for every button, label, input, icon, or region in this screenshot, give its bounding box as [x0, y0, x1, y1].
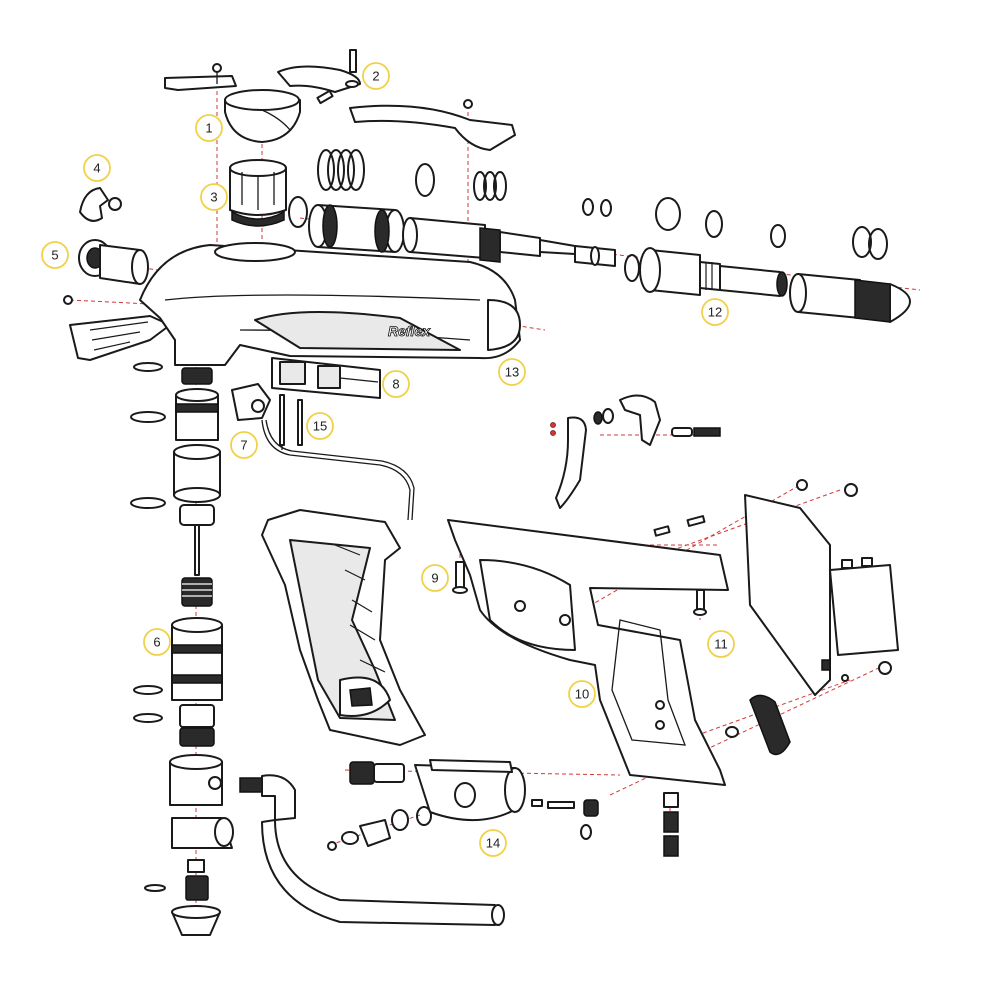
callout-10: 10: [568, 680, 596, 708]
callout-12: 12: [701, 298, 729, 326]
callout-10-label: 10: [575, 687, 589, 702]
callout-3-label: 3: [210, 190, 217, 205]
callout-2-label: 2: [372, 69, 379, 84]
callout-8-label: 8: [392, 377, 399, 392]
callout-1-label: 1: [205, 121, 212, 136]
solenoid-assembly: [231, 357, 415, 521]
regulator-stack: [130, 362, 234, 936]
callout-2: 2: [362, 62, 390, 90]
marker-body: Reflex: [139, 242, 521, 366]
callout-6-label: 6: [153, 635, 160, 650]
callout-14: 14: [479, 829, 507, 857]
callout-6: 6: [143, 628, 171, 656]
callout-14-label: 14: [486, 836, 500, 851]
body-logo-text: Reflex: [388, 323, 431, 339]
callout-15-label: 15: [313, 419, 327, 434]
left-small-parts: [63, 187, 171, 361]
callout-5: 5: [41, 241, 69, 269]
callout-13-label: 13: [505, 365, 519, 380]
callout-5-label: 5: [51, 248, 58, 263]
callout-11-label: 11: [714, 637, 728, 652]
callout-4: 4: [83, 154, 111, 182]
bolt-train: [288, 149, 911, 323]
callout-9: 9: [421, 564, 449, 592]
callout-8: 8: [382, 370, 410, 398]
callout-3: 3: [200, 183, 228, 211]
callout-4-label: 4: [93, 161, 100, 176]
front-block: [327, 759, 599, 851]
callouts: 1 2 3 4 5 6 7 8 9 10 11 12 13 14 15: [41, 62, 735, 857]
callout-7-label: 7: [240, 438, 247, 453]
trigger-group: [550, 394, 721, 509]
callout-15: 15: [306, 412, 334, 440]
callout-1: 1: [195, 114, 223, 142]
grip-panel: [261, 509, 426, 746]
callout-11: 11: [707, 630, 735, 658]
callout-7: 7: [230, 431, 258, 459]
callout-9-label: 9: [431, 571, 438, 586]
callout-12-label: 12: [708, 305, 722, 320]
trigger-frame: [447, 479, 899, 857]
callout-13: 13: [498, 358, 526, 386]
feed-neck-assembly: [164, 49, 516, 227]
air-hose: [239, 774, 505, 926]
